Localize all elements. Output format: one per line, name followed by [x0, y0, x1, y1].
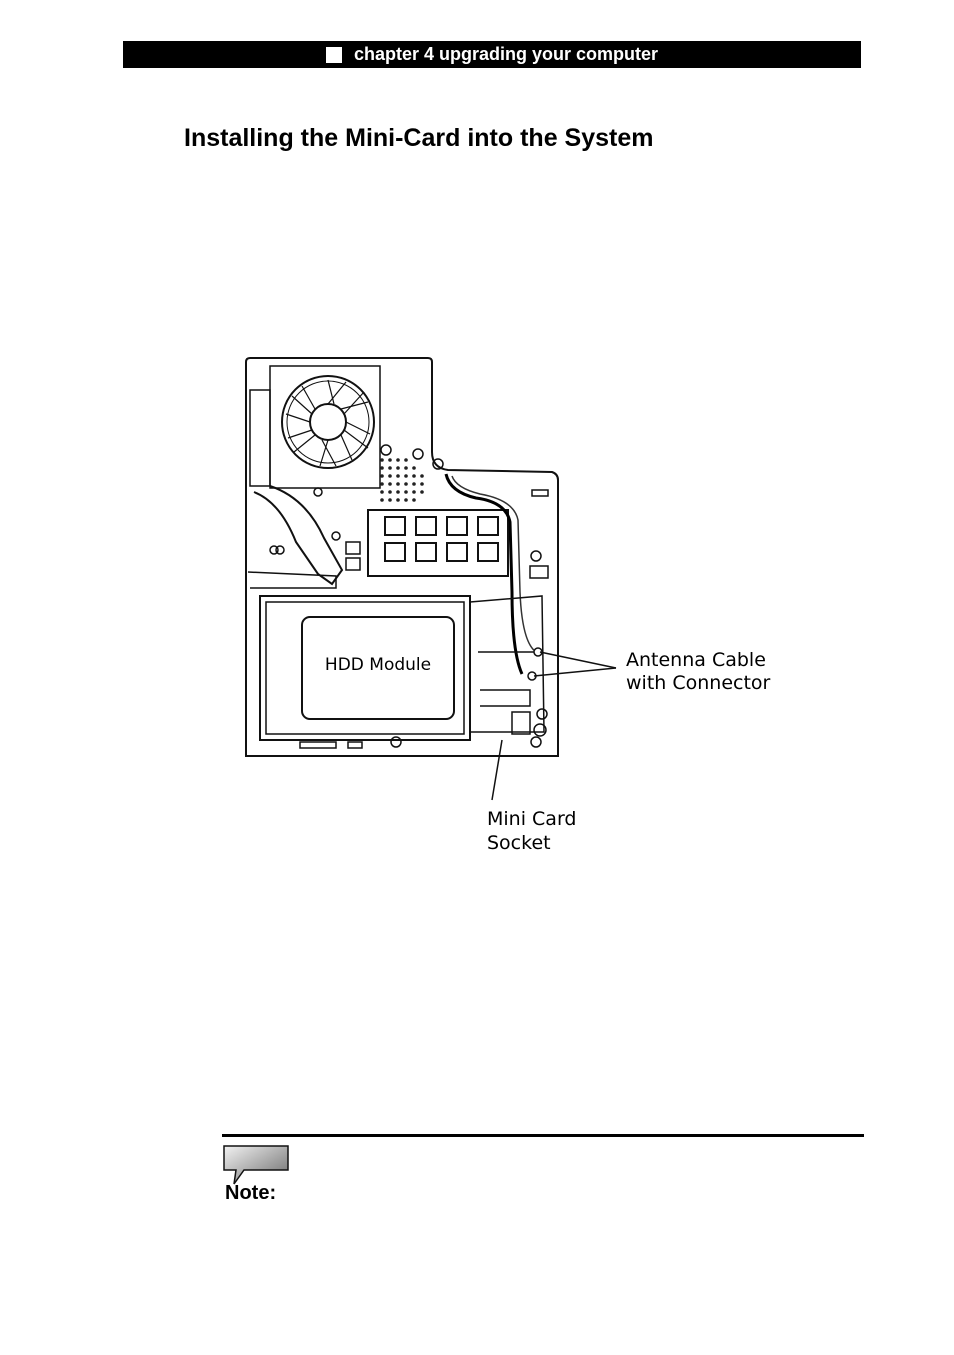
socket-callout-line1: Mini Card	[487, 808, 576, 830]
chapter-header: chapter 4 upgrading your computer	[123, 41, 861, 68]
antenna-callout-line2: with Connector	[626, 672, 771, 694]
note-label: Note:	[225, 1182, 277, 1204]
note-divider	[222, 1134, 864, 1137]
note-speech-bubble-icon	[223, 1145, 289, 1185]
socket-callout-line2: Socket	[487, 832, 551, 854]
chapter-title: chapter 4 upgrading your computer	[353, 44, 659, 64]
hdd-module-label: HDD Module	[325, 655, 431, 675]
minicard-installation-diagram: HDD Module Antenna Cable with Connector …	[245, 357, 771, 854]
header-square-icon	[325, 46, 342, 63]
fan-icon	[281, 375, 375, 469]
page-title: Installing the Mini-Card into the System	[184, 124, 654, 152]
antenna-callout-line1: Antenna Cable	[626, 649, 766, 671]
